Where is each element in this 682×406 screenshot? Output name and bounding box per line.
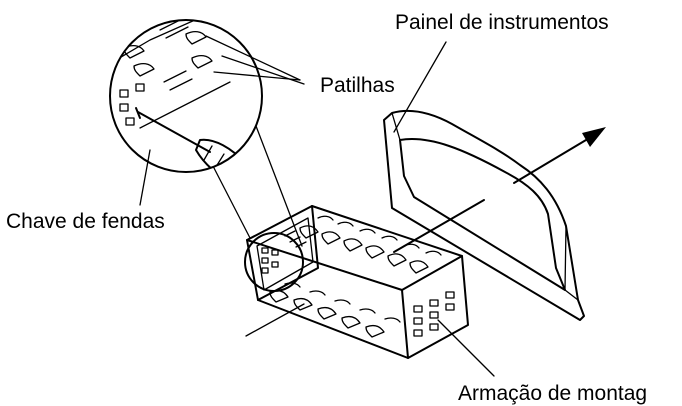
leader-lines [139, 35, 495, 377]
label-dashboard: Painel de instrumentos [395, 11, 609, 34]
dashboard-panel [383, 109, 585, 321]
mounting-frame [246, 205, 469, 359]
direction-arrow-icon [393, 127, 606, 253]
label-mounting-frame: Armação de montag [458, 382, 647, 405]
magnifier-connectors [213, 125, 303, 247]
label-tabs: Patilhas [320, 74, 395, 97]
label-screwdriver: Chave de fendas [6, 210, 165, 233]
magnifier-detail-circle [109, 19, 263, 173]
detail-circle-small [244, 232, 304, 292]
screwdriver-icon [135, 107, 247, 172]
